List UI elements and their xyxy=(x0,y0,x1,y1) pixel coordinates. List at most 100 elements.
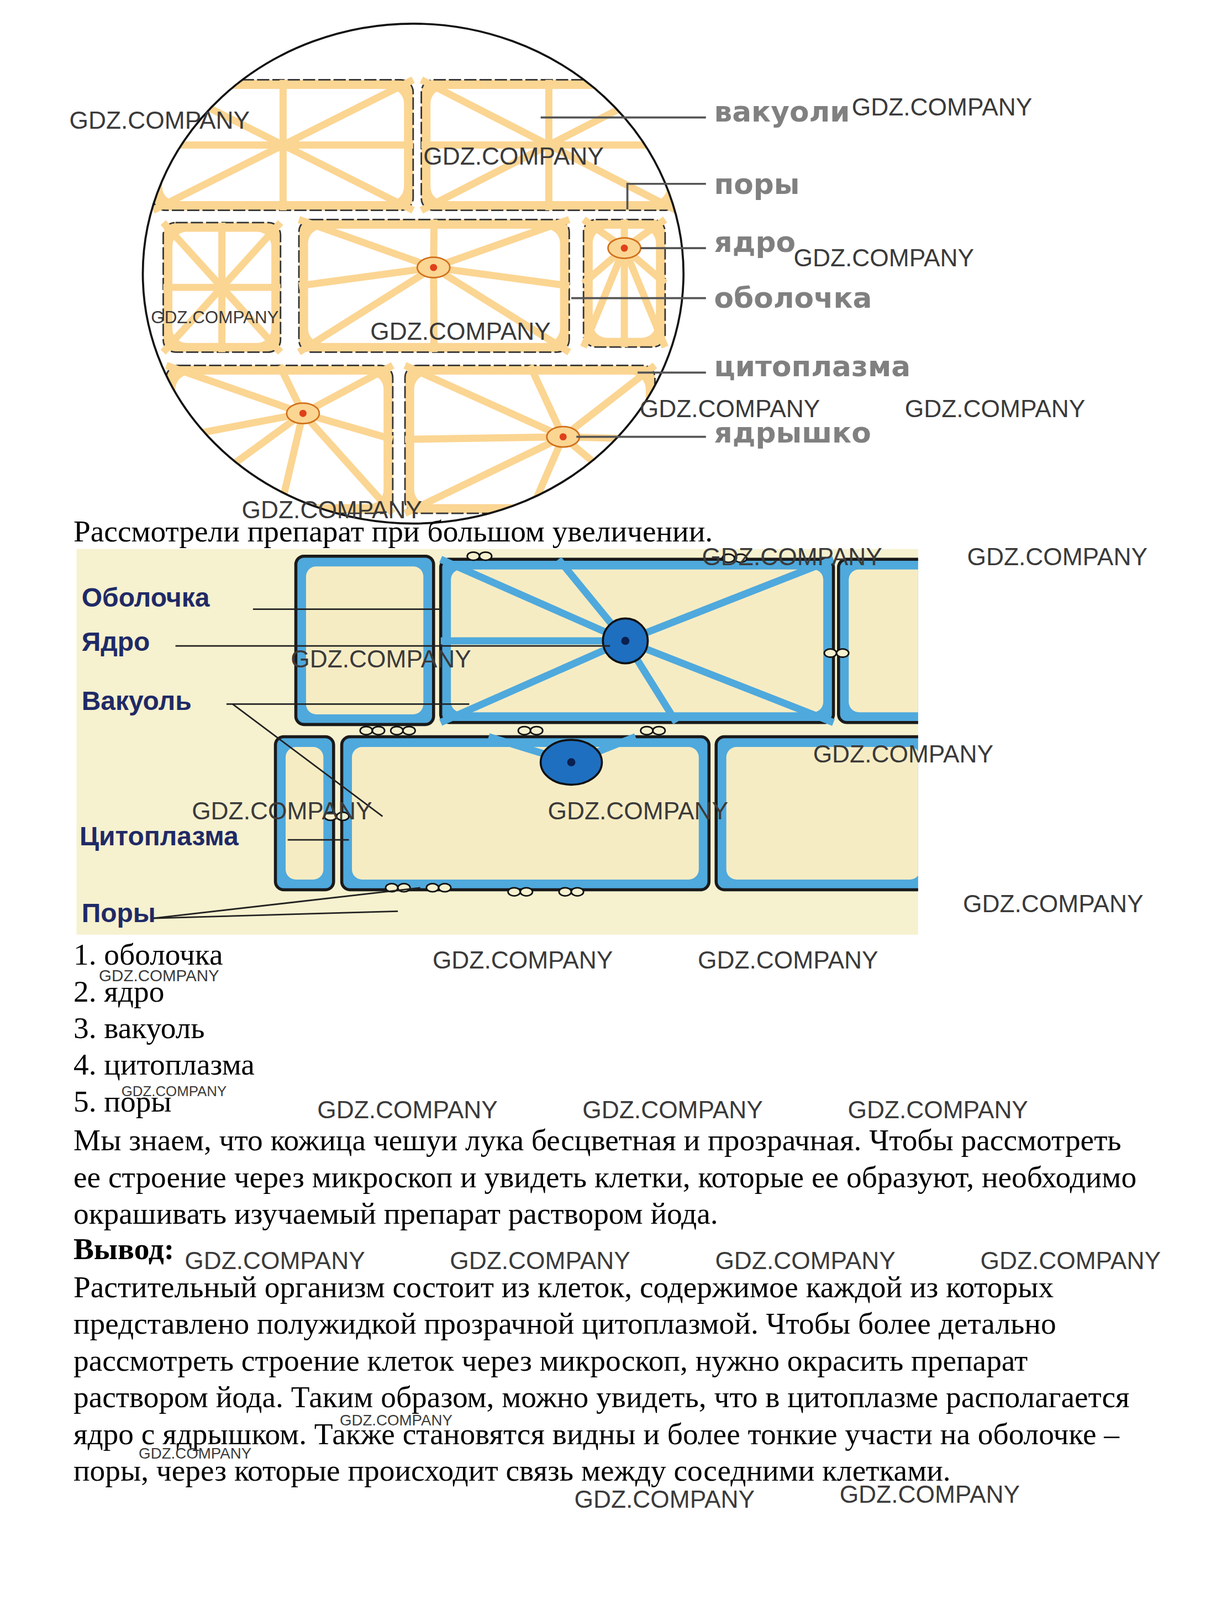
watermark: GDZ.COMPANY xyxy=(904,395,1086,423)
pore xyxy=(426,883,439,892)
part-label: Оболочка xyxy=(81,583,210,613)
vacuole xyxy=(306,566,424,715)
part-label: поры xyxy=(714,168,800,200)
cytoplasm-strand xyxy=(222,222,281,288)
watermark: GDZ.COMPANY xyxy=(847,1096,1029,1124)
low-magnification-view xyxy=(143,23,684,524)
watermark: GDZ.COMPANY xyxy=(548,797,729,825)
part-label: цитоплазма xyxy=(714,350,912,383)
cytoplasm-strand xyxy=(222,283,281,292)
cytoplasm-strand xyxy=(166,413,303,440)
nucleolus xyxy=(620,244,629,252)
pore xyxy=(360,726,373,735)
cytoplasm-strand xyxy=(298,219,434,268)
body-text: 3. вакуоль xyxy=(73,1009,1140,1047)
pore xyxy=(479,551,492,561)
pore xyxy=(653,726,666,735)
body-text: Мы знаем, что кожица чешуи лука бесцветн… xyxy=(73,1122,1140,1233)
vacuole xyxy=(175,374,384,505)
high-magnification-view xyxy=(76,549,941,935)
cytoplasm-strand xyxy=(279,79,287,145)
cytoplasm-strand xyxy=(404,437,563,514)
leader-lines-bottom xyxy=(153,609,610,919)
cell xyxy=(838,559,919,723)
nucleus xyxy=(540,739,603,785)
vacuole xyxy=(848,569,919,713)
pore xyxy=(372,726,385,735)
watermark: GDZ.COMPANY xyxy=(962,890,1144,918)
cytoplasm-strand xyxy=(162,222,222,288)
nucleus xyxy=(602,618,648,663)
cytoplasm-strand xyxy=(279,145,287,211)
nucleus xyxy=(286,403,320,424)
cytoplasm-strand xyxy=(440,637,626,645)
watermark: GDZ.COMPANY xyxy=(150,308,279,328)
pore xyxy=(467,551,480,561)
cell xyxy=(295,556,434,725)
watermark: GDZ.COMPANY xyxy=(966,543,1148,571)
part-label: Поры xyxy=(81,898,156,929)
pore xyxy=(836,649,849,658)
watermark: GDZ.COMPANY xyxy=(423,143,604,171)
cytoplasm-strand xyxy=(433,219,570,268)
pore xyxy=(640,726,654,735)
watermark: GDZ.COMPANY xyxy=(191,797,373,825)
watermark: GDZ.COMPANY xyxy=(701,543,883,571)
cytoplasm-strand xyxy=(562,437,655,514)
watermark: GDZ.COMPANY xyxy=(839,1481,1021,1509)
cytoplasm-strand xyxy=(302,365,393,414)
cell xyxy=(153,79,414,210)
watermark: GDZ.COMPANY xyxy=(69,107,251,135)
cytoplasm-strand xyxy=(282,79,413,145)
watermark: GDZ.COMPANY xyxy=(290,645,472,673)
part-label: ядро xyxy=(714,226,796,259)
nucleus xyxy=(546,426,580,447)
nucleolus xyxy=(299,409,307,418)
pore xyxy=(530,726,543,735)
part-label: Цитоплазма xyxy=(79,822,239,852)
pore xyxy=(390,726,403,735)
part-label: вакуоли xyxy=(714,96,851,128)
part-label: Вакуоль xyxy=(81,686,192,717)
cytoplasm-strand xyxy=(625,559,834,641)
nucleolus xyxy=(559,433,567,441)
cytoplasm-strand xyxy=(548,79,677,145)
cell xyxy=(404,365,655,514)
watermark: GDZ.COMPANY xyxy=(339,1412,453,1429)
cytoplasm-strand xyxy=(298,267,434,286)
cytoplasm-strand xyxy=(404,437,563,440)
watermark: GDZ.COMPANY xyxy=(370,318,551,346)
watermark: GDZ.COMPANY xyxy=(432,946,614,975)
pore xyxy=(438,883,451,892)
pore xyxy=(824,649,837,658)
cytoplasm-strand xyxy=(282,141,413,149)
cytoplasm-strand xyxy=(153,141,283,149)
cytoplasm-strand xyxy=(545,79,553,145)
part-label: оболочка xyxy=(714,282,873,314)
cytoplasm-strand xyxy=(529,365,563,437)
watermark: GDZ.COMPANY xyxy=(813,740,994,768)
pore xyxy=(518,726,531,735)
cell xyxy=(421,79,677,210)
watermark: GDZ.COMPANY xyxy=(138,1445,252,1462)
cytoplasm-strand xyxy=(440,559,626,641)
nucleolus xyxy=(429,264,438,272)
heading-text: Вывод: xyxy=(73,1232,175,1267)
part-label: Ядро xyxy=(81,627,151,657)
watermark: GDZ.COMPANY xyxy=(574,1486,756,1514)
nucleus xyxy=(417,257,450,278)
nucleolus xyxy=(567,757,576,767)
pore xyxy=(402,726,415,735)
cell xyxy=(298,219,570,352)
cell xyxy=(440,559,834,723)
pore xyxy=(559,887,572,897)
cell xyxy=(162,222,281,353)
cytoplasm-strand xyxy=(153,145,283,211)
body-text: 4. цитоплазма xyxy=(73,1046,1140,1083)
watermark: GDZ.COMPANY xyxy=(582,1096,763,1124)
cytoplasm-strand xyxy=(218,222,226,288)
cytoplasm-strand xyxy=(421,79,550,145)
watermark: GDZ.COMPANY xyxy=(851,93,1033,121)
cell xyxy=(583,219,666,347)
watermark: GDZ.COMPANY xyxy=(317,1096,498,1124)
